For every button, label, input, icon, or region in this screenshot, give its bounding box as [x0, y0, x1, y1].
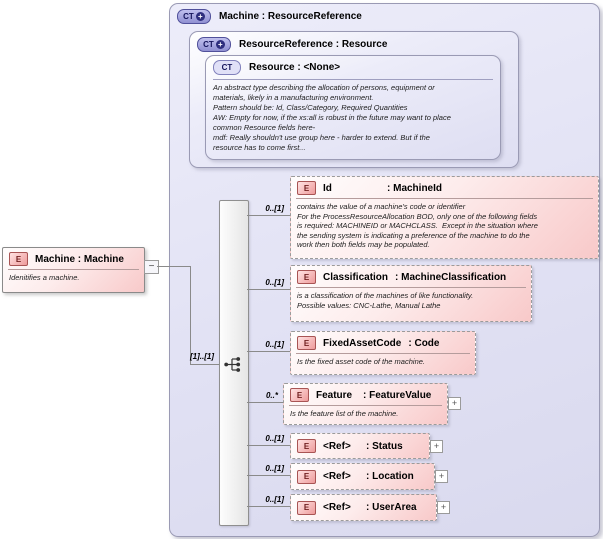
- plus-icon: +: [215, 40, 225, 49]
- cardinality-label: 0..[1]: [265, 464, 284, 473]
- connector-line: [247, 445, 290, 446]
- complextype-badge-icon: CT +: [197, 37, 231, 52]
- element-ref-userarea-box[interactable]: E <Ref> : UserArea: [290, 494, 437, 521]
- element-type: : FeatureValue: [363, 389, 432, 401]
- element-name: <Ref>: [323, 471, 351, 482]
- connector-line: [157, 266, 190, 267]
- annotation-text: An abstract type describing the allocati…: [213, 83, 451, 152]
- ct-title: Resource : <None>: [249, 62, 341, 73]
- element-type: : Code: [408, 337, 440, 349]
- ct-machine-resourcereference-header: CT + Machine : ResourceReference: [170, 4, 599, 24]
- ct-badge-label: CT: [221, 63, 233, 72]
- element-fixedassetcode-box[interactable]: E FixedAssetCode : Code Is the fixed ass…: [290, 331, 476, 375]
- element-id-box[interactable]: E Id : MachineId contains the value of a…: [290, 176, 599, 259]
- element-type: : MachineClassification: [395, 271, 507, 283]
- element-title: Machine : Machine: [35, 253, 124, 265]
- element-classification-box[interactable]: E Classification : MachineClassification…: [290, 265, 532, 322]
- element-type: : Location: [366, 471, 414, 482]
- element-name: Classification: [323, 271, 389, 283]
- ct-resourcereference-resource-header: CT + ResourceReference : Resource: [190, 32, 518, 52]
- separator: [296, 198, 593, 199]
- cardinality-label: 0..[1]: [265, 340, 284, 349]
- connector-line: [247, 215, 290, 216]
- element-machine-box[interactable]: E Machine : Machine Idenitifies a machin…: [2, 247, 145, 293]
- ct-title: Machine : ResourceReference: [219, 11, 362, 22]
- separator: [8, 269, 139, 270]
- ct-resource-none-box[interactable]: CT Resource : <None> An abstract type de…: [205, 55, 501, 160]
- ct-title: ResourceReference : Resource: [239, 39, 388, 50]
- element-name: FixedAssetCode: [323, 337, 402, 349]
- plus-icon: +: [195, 12, 205, 21]
- annotation-text: is a classification of the machines of l…: [297, 291, 474, 310]
- annotation-text: Is the fixed asset code of the machine.: [297, 357, 425, 366]
- element-ref-location-box[interactable]: E <Ref> : Location: [290, 463, 435, 490]
- ct-badge-label: CT: [183, 12, 194, 21]
- collapse-toggle-button[interactable]: −: [144, 260, 159, 274]
- cardinality-label: 0..[1]: [265, 278, 284, 287]
- connector-line: [247, 506, 290, 507]
- expand-button[interactable]: +: [430, 440, 443, 453]
- element-badge: E: [297, 439, 316, 453]
- element-type: : MachineId: [387, 182, 443, 194]
- cardinality-label: 0..[1]: [265, 204, 284, 213]
- connector-line: [247, 351, 290, 352]
- expand-button[interactable]: +: [448, 397, 461, 410]
- element-type: : UserArea: [366, 502, 417, 513]
- cardinality-label: 0..*: [265, 391, 278, 400]
- element-badge: E: [297, 270, 316, 284]
- connector-line: [247, 402, 283, 403]
- element-badge: E: [297, 181, 316, 195]
- expand-button[interactable]: +: [435, 470, 448, 483]
- element-badge: E: [297, 469, 316, 484]
- complextype-badge-icon: CT +: [177, 9, 211, 24]
- annotation-text: Is the feature list of the machine.: [290, 409, 399, 418]
- separator: [213, 79, 493, 80]
- all-compositor-icon[interactable]: [223, 356, 243, 373]
- cardinality-label: 0..[1]: [265, 495, 284, 504]
- model-group-bar[interactable]: [219, 200, 249, 526]
- element-name: <Ref>: [323, 502, 351, 513]
- element-name: Id: [323, 182, 332, 194]
- cardinality-label: 0..[1]: [265, 434, 284, 443]
- element-badge: E: [297, 500, 316, 515]
- complextype-badge-icon: CT: [213, 60, 241, 75]
- connector-line: [190, 266, 191, 365]
- cardinality-label: [1]..[1]: [190, 352, 214, 361]
- element-badge: E: [297, 336, 316, 350]
- element-feature-box[interactable]: E Feature : FeatureValue Is the feature …: [283, 383, 448, 425]
- element-name: <Ref>: [323, 440, 351, 452]
- separator: [289, 405, 442, 406]
- connector-line: [190, 364, 219, 365]
- ct-badge-label: CT: [203, 40, 214, 49]
- element-badge: E: [9, 252, 28, 266]
- element-ref-status-box[interactable]: E <Ref> : Status: [290, 433, 430, 459]
- separator: [296, 287, 526, 288]
- separator: [296, 353, 470, 354]
- annotation-text: Idenitifies a machine.: [9, 273, 80, 282]
- element-badge: E: [290, 388, 309, 402]
- ct-resource-none-header: CT Resource : <None>: [206, 56, 500, 75]
- connector-line: [247, 475, 290, 476]
- annotation-text: contains the value of a machine's code o…: [297, 202, 538, 249]
- connector-line: [247, 289, 290, 290]
- element-type: : Status: [366, 440, 403, 452]
- expand-button[interactable]: +: [437, 501, 450, 514]
- element-name: Feature: [316, 389, 353, 401]
